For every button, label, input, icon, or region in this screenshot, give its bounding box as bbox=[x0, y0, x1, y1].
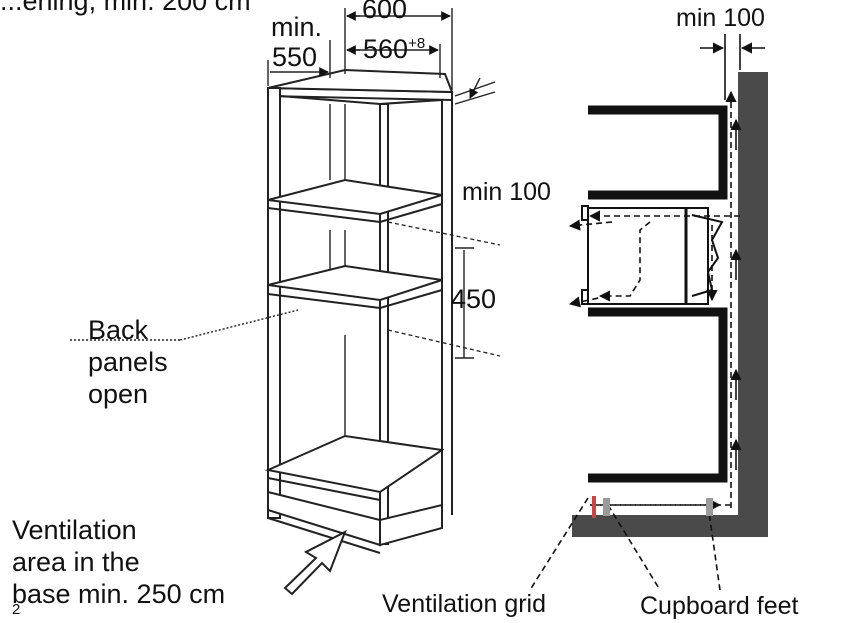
floor-section bbox=[572, 515, 768, 537]
wall-section bbox=[720, 72, 768, 535]
cupboard-feet-label: Cupboard feet bbox=[640, 592, 799, 620]
appliance-section bbox=[581, 205, 724, 305]
ventilation-grid-mark bbox=[592, 496, 596, 518]
dim-550: 550 bbox=[272, 42, 318, 72]
cabinet-section bbox=[588, 105, 728, 483]
dim-560: 560+8 bbox=[363, 34, 426, 64]
dim-min100-top: min 100 bbox=[676, 4, 765, 32]
back-panels-label: Back panels open bbox=[88, 315, 168, 409]
dim-min100-mid: min 100 bbox=[462, 178, 551, 206]
cupboard-feet bbox=[603, 498, 713, 516]
dim-450: 450 bbox=[451, 284, 497, 314]
ventilation-grid-label: Ventilation grid bbox=[382, 590, 547, 618]
ventilation-area-label: Ventilation area in the base min. 250 cm… bbox=[12, 515, 226, 618]
top-cut-label: ...ening, min. 200 cm bbox=[0, 0, 251, 16]
min-label: min. bbox=[271, 12, 323, 42]
tall-cabinet bbox=[264, 68, 454, 554]
dim-600: 600 bbox=[362, 0, 408, 24]
